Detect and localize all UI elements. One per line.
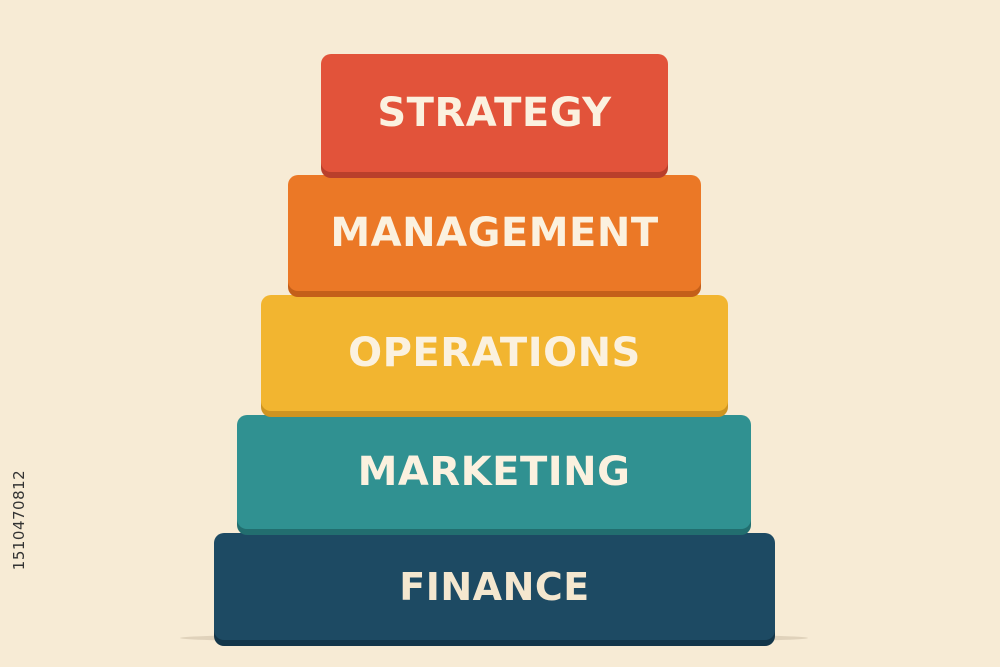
block-strategy: STRATEGY — [321, 54, 668, 172]
block-finance: FINANCE — [214, 533, 775, 640]
stock-id-watermark: 1510470812 — [8, 420, 30, 620]
block-marketing: MARKETING — [237, 415, 751, 529]
stock-id-text: 1510470812 — [10, 469, 28, 571]
block-label-finance: FINANCE — [399, 564, 590, 609]
block-label-strategy: STRATEGY — [377, 90, 612, 136]
block-label-marketing: MARKETING — [357, 449, 631, 495]
block-operations: OPERATIONS — [261, 295, 728, 411]
block-label-operations: OPERATIONS — [348, 330, 641, 376]
block-label-management: MANAGEMENT — [330, 210, 659, 256]
block-management: MANAGEMENT — [288, 175, 701, 291]
